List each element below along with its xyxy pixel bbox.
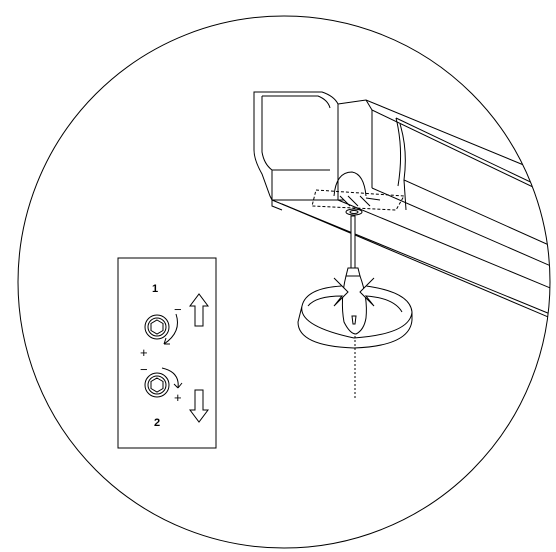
hex-screw-icon xyxy=(144,372,170,398)
arrow-up-icon xyxy=(189,293,209,327)
plus-sign-2: + xyxy=(174,390,182,405)
arrow-down-icon xyxy=(189,389,209,423)
hex-screw-icon xyxy=(144,314,170,340)
adjustment-inset: 1 2 − + − + xyxy=(117,257,217,449)
rotation-arrow-icon xyxy=(161,367,183,389)
minus-sign-2: − xyxy=(140,362,148,377)
rotation-arrow-icon xyxy=(297,277,413,349)
plus-sign-1: + xyxy=(140,345,148,360)
rotation-arrow-icon xyxy=(163,313,178,345)
minus-sign-1: − xyxy=(174,302,182,317)
screw-2-label: 2 xyxy=(154,417,160,429)
screwdriver-icon xyxy=(341,215,367,335)
screw-1-label: 1 xyxy=(152,283,158,295)
